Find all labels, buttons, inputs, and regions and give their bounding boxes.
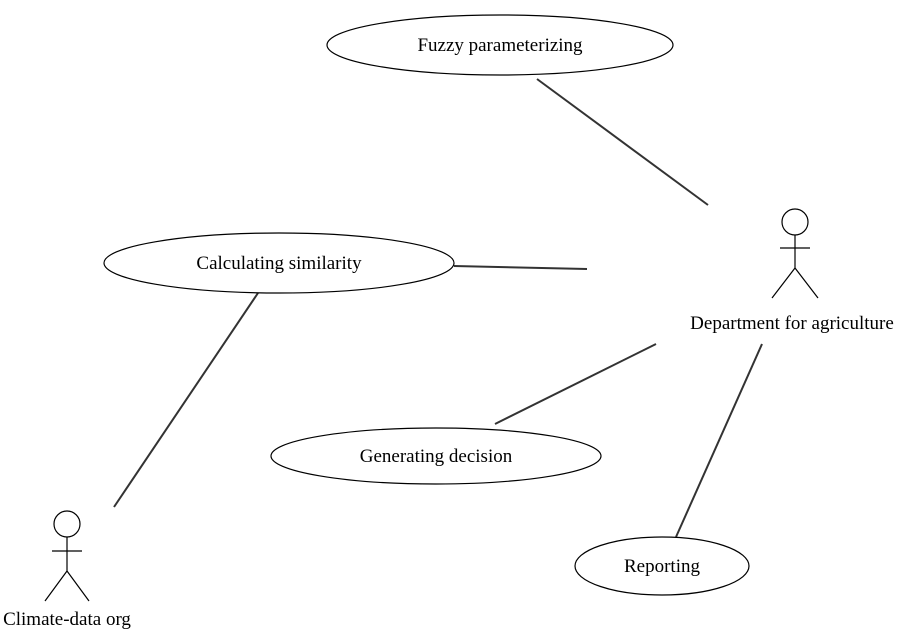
association-similarity-climate	[113, 292, 259, 508]
use-case-label: Fuzzy parameterizing	[417, 35, 583, 56]
actor-department-for-agriculture: Department for agriculture	[690, 208, 894, 334]
use-case-label: Calculating similarity	[196, 253, 362, 274]
use-case-label: Generating decision	[360, 446, 513, 467]
association-similarity-department	[453, 265, 588, 270]
use-case-generating-decision: Generating decision	[270, 427, 602, 485]
association-fuzzy-department	[536, 78, 709, 206]
use-case-label: Reporting	[624, 556, 700, 577]
association-decision-department	[494, 343, 657, 425]
actor-climate-data-org: Climate-data org	[3, 510, 131, 630]
use-case-reporting: Reporting	[574, 536, 750, 596]
actor-label: Department for agriculture	[690, 313, 894, 334]
use-case-calculating-similarity: Calculating similarity	[103, 232, 455, 294]
actor-label: Climate-data org	[3, 609, 131, 630]
association-reporting-department	[675, 343, 763, 538]
actor-icon	[44, 510, 90, 602]
use-case-fuzzy-parameterizing: Fuzzy parameterizing	[326, 14, 674, 76]
actor-icon	[771, 208, 819, 299]
